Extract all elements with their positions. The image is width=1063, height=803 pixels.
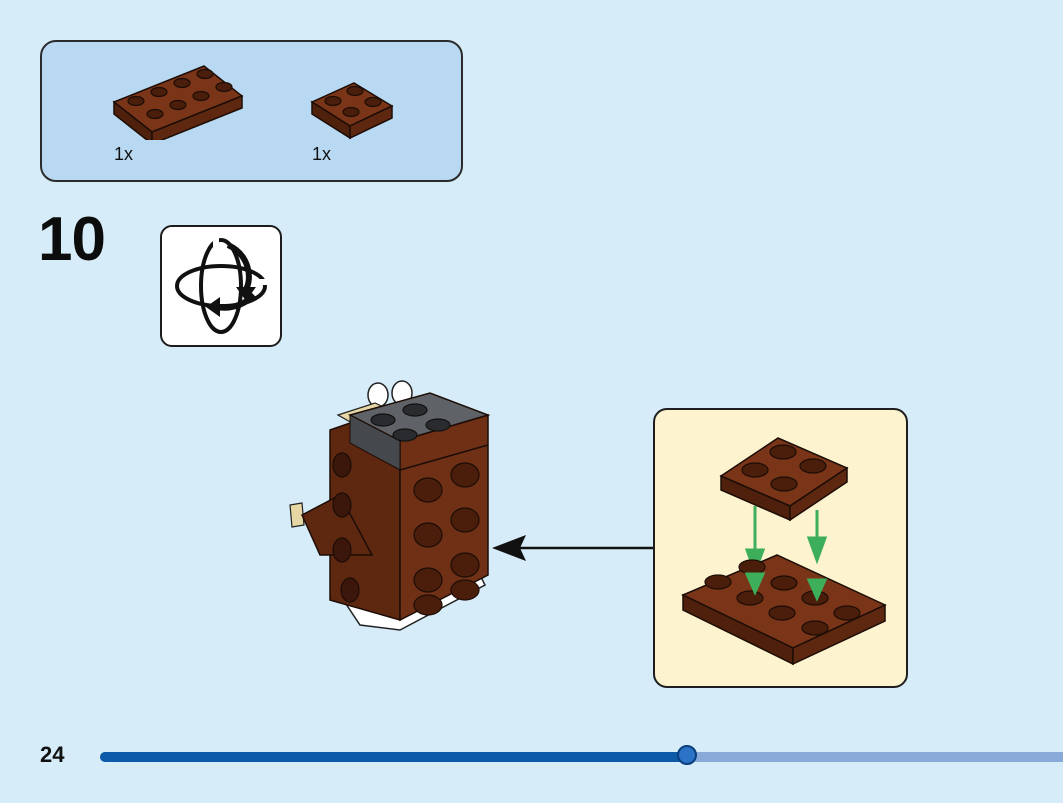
step-number: 10 — [38, 205, 106, 274]
rotate-model-icon — [175, 235, 270, 334]
parts-list: 1x 1x — [40, 40, 463, 182]
plate-attachment-diagram — [681, 437, 887, 666]
part-quantity: 1x — [114, 144, 134, 164]
sub-assembly-callout — [653, 408, 908, 688]
progress-indicator — [677, 745, 698, 765]
progress-fill — [100, 752, 688, 762]
brown-figure-model — [289, 380, 491, 631]
brown-plate-2x2-image — [310, 82, 394, 140]
rotate-model-panel — [160, 225, 282, 347]
page-number: 24 — [40, 742, 65, 767]
part-quantity: 1x — [312, 144, 332, 164]
progress-bar — [100, 745, 1063, 765]
callout-pointer-arrow — [492, 535, 655, 561]
brown-plate-2x4-image — [112, 65, 244, 140]
